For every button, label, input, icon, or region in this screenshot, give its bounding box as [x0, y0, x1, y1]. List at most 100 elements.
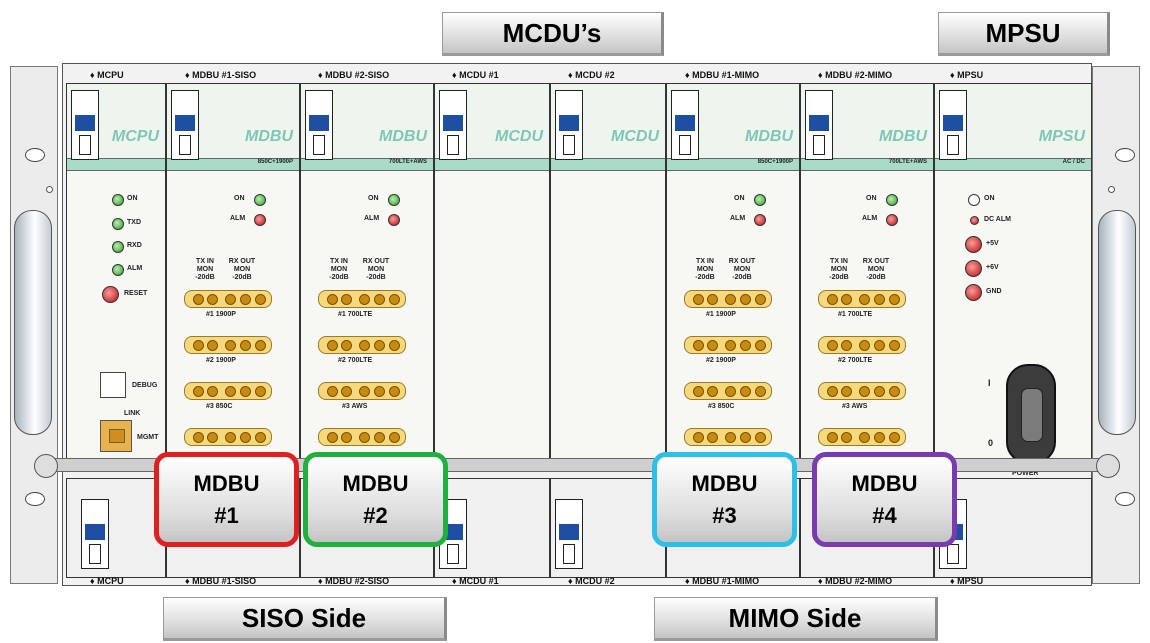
mpsu-on-led — [968, 194, 980, 206]
left-rail-screw[interactable] — [34, 454, 58, 478]
slot-label-top-mcdu1: ♦ MCDU #1 — [452, 70, 499, 80]
mdbu3-alm-label: ALM — [730, 215, 746, 222]
mdbu3-latch[interactable] — [671, 90, 699, 160]
mpsu-bottom-panel — [934, 478, 1092, 578]
mdbu4-rx-mon-label: RX OUT MON -20dB — [862, 258, 890, 281]
mcdu2-latch[interactable] — [555, 90, 583, 160]
mdbu3-tx-mon-label: TX IN MON -20dB — [695, 258, 715, 281]
mdbu1-alm-label: ALM — [230, 215, 246, 222]
mdbu2-on-led — [388, 194, 400, 206]
mdbu4-port-1-label: #1 700LTE — [838, 311, 873, 318]
mdbu4-port-row-3[interactable] — [818, 382, 906, 400]
mpsu-tab: MPSU — [938, 12, 1110, 56]
right-top-mount-hole — [1115, 148, 1135, 162]
mpsu-latch[interactable] — [939, 90, 967, 160]
slot-label-bottom-mcdu2: ♦ MCDU #2 — [568, 576, 615, 586]
mpsu-gnd-jack[interactable] — [965, 284, 982, 301]
mdbu2-callout-line2: #2 — [363, 502, 388, 528]
mdbu4-latch[interactable] — [805, 90, 833, 160]
siso-side-tab: SISO Side — [163, 597, 447, 641]
mcpu-link-label: LINK — [124, 410, 141, 417]
mpsu-switch-off-label: 0 — [988, 438, 994, 448]
mdbu3-rx-mon-label: RX OUT MON -20dB — [728, 258, 756, 281]
mdbu1-port-row-3[interactable] — [184, 382, 272, 400]
right-rail-screw[interactable] — [1096, 454, 1120, 478]
mdbu2-port-row-3[interactable] — [318, 382, 406, 400]
mdbu3-port-row-1[interactable] — [684, 290, 772, 308]
slot-label-top-mdbu4: ♦ MDBU #2-MIMO — [818, 70, 893, 80]
mdbu2-port-row-1[interactable] — [318, 290, 406, 308]
mcpu-txd-led — [112, 218, 124, 230]
mcdu2-card: MCDU — [550, 83, 666, 471]
mpsu-6v-jack[interactable] — [965, 260, 982, 277]
mcpu-alm-led — [112, 264, 124, 276]
mdbu1-on-led — [254, 194, 266, 206]
mcpu-bottom-panel — [66, 478, 166, 578]
slot-label-bottom-mdbu4: ♦ MDBU #2-MIMO — [818, 576, 893, 586]
mdbu2-rx-mon-label: RX OUT MON -20dB — [362, 258, 390, 281]
mdbu2-port-1-label: #1 700LTE — [338, 311, 373, 318]
mpsu-power-label: POWER — [1012, 470, 1039, 477]
mdbu2-port-2-label: #2 700LTE — [338, 357, 373, 364]
mdbu2-port-row-4[interactable] — [318, 428, 406, 446]
mdbu1-callout-box: MDBU #1 — [154, 452, 299, 547]
left-top-mount-hole — [25, 148, 45, 162]
mpsu-dc-alm-label: DC ALM — [984, 216, 1011, 223]
slot-label-bottom-mdbu2: ♦ MDBU #2-SISO — [318, 576, 390, 586]
mpsu-gnd-label: GND — [986, 288, 1002, 295]
mcpu-alm-label: ALM — [127, 265, 143, 272]
mpsu-title: MPSU — [1038, 128, 1085, 145]
mpsu-switch-on-label: I — [988, 378, 991, 388]
mdbu1-port-1-label: #1 1900P — [206, 311, 236, 318]
slot-label-top-mcpu: ♦ MCPU — [90, 70, 124, 80]
right-handle — [1098, 210, 1136, 435]
mdbu3-port-row-2[interactable] — [684, 336, 772, 354]
slot-label-bottom-mdbu1: ♦ MDBU #1-SISO — [185, 576, 257, 586]
mdbu1-rx-mon-label: RX OUT MON -20dB — [228, 258, 256, 281]
mdbu4-callout-line2: #4 — [872, 502, 897, 528]
mcdu2-bottom-latch[interactable] — [555, 499, 583, 569]
mcdu1-latch[interactable] — [439, 90, 467, 160]
slot-label-bottom-mcpu: ♦ MCPU — [90, 576, 124, 586]
mcpu-strip — [67, 158, 165, 171]
mdbu4-port-row-1[interactable] — [818, 290, 906, 308]
mcpu-bottom-latch[interactable] — [81, 499, 109, 569]
mdbu1-port-row-1[interactable] — [184, 290, 272, 308]
mdbu3-callout-line1: MDBU — [691, 470, 758, 496]
mdbu2-alm-label: ALM — [364, 215, 380, 222]
mdbu1-latch[interactable] — [171, 90, 199, 160]
slot-label-top-mpsu: ♦ MPSU — [950, 70, 984, 80]
mdbu1-port-row-2[interactable] — [184, 336, 272, 354]
mdbu3-port-2-label: #2 1900P — [706, 357, 736, 364]
mdbu3-port-row-4[interactable] — [684, 428, 772, 446]
mdbu4-strip — [801, 158, 933, 171]
mpsu-power-switch[interactable] — [1006, 364, 1056, 464]
mcpu-card: MCPU — [66, 83, 166, 471]
right-bottom-mount-hole — [1115, 492, 1135, 506]
mdbu2-port-row-2[interactable] — [318, 336, 406, 354]
mdbu4-alm-led — [886, 214, 898, 226]
mdbu3-port-row-3[interactable] — [684, 382, 772, 400]
mcpu-ethernet-port[interactable] — [100, 420, 132, 452]
mdbu3-title: MDBU — [745, 128, 793, 145]
mdbu1-alm-led — [254, 214, 266, 226]
mdbu4-port-row-4[interactable] — [818, 428, 906, 446]
mdbu3-port-1-label: #1 1900P — [706, 311, 736, 318]
slot-label-top-mdbu3: ♦ MDBU #1-MIMO — [685, 70, 760, 80]
mcpu-reset-button[interactable] — [102, 286, 119, 303]
mdbu4-title: MDBU — [879, 128, 927, 145]
mdbu2-latch[interactable] — [305, 90, 333, 160]
mpsu-dc-alm-led — [970, 216, 979, 225]
mcpu-debug-port[interactable] — [100, 372, 126, 398]
mcpu-title: MCPU — [111, 128, 159, 145]
mcpu-latch[interactable] — [71, 90, 99, 160]
mdbu4-card: MDBU 700LTE+AWS — [800, 83, 934, 471]
mcpu-rxd-led — [112, 241, 124, 253]
mcpu-rxd-label: RXD — [127, 242, 142, 249]
mdbu4-port-row-2[interactable] — [818, 336, 906, 354]
right-screw-dot — [1108, 186, 1115, 193]
mdbu1-port-row-4[interactable] — [184, 428, 272, 446]
mdbu4-tx-mon-label: TX IN MON -20dB — [829, 258, 849, 281]
mpsu-5v-jack[interactable] — [965, 236, 982, 253]
mdbu2-callout-box: MDBU #2 — [303, 452, 448, 547]
